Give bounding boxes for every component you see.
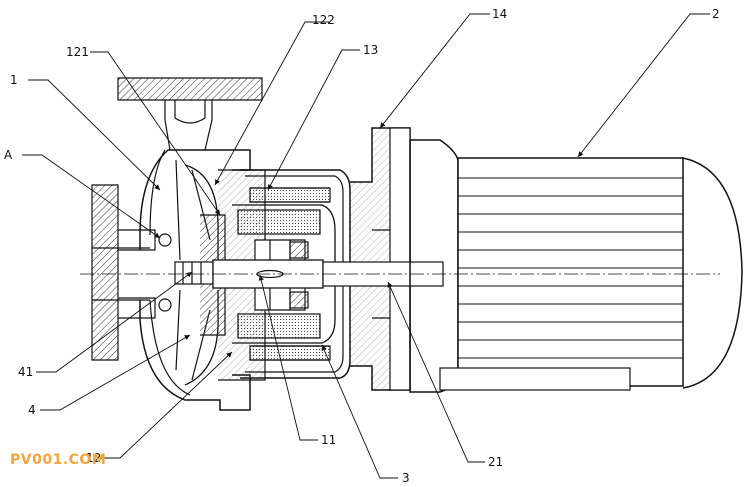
inlet-flange [91, 184, 119, 361]
callout-12: 12 [86, 451, 101, 465]
pump-body [80, 77, 743, 411]
callout-121: 121 [66, 45, 89, 59]
callout-21: 21 [488, 455, 503, 469]
cooling-fins [458, 177, 683, 359]
callout-3: 3 [402, 471, 410, 485]
motor-foot [439, 367, 631, 391]
inner-magnet-top [237, 209, 321, 235]
outer-magnet-bottom [249, 345, 331, 361]
bolt-b [158, 298, 172, 312]
motor-frame [457, 157, 684, 387]
callout-a: A [4, 148, 13, 162]
callout-1: 1 [10, 73, 18, 87]
callout-11: 11 [321, 433, 336, 447]
callout-labels: 1 A 121 122 13 14 2 41 4 12 11 3 21 [4, 7, 720, 485]
motor-fan-cover [682, 157, 743, 389]
watermark: PV001.COM [10, 452, 107, 468]
outlet-flange [117, 77, 263, 101]
inner-magnet-bottom [237, 313, 321, 339]
outer-magnet-top [249, 187, 331, 203]
callout-4: 4 [28, 403, 36, 417]
callout-2: 2 [712, 7, 720, 21]
bolt-a [158, 233, 172, 247]
callout-14: 14 [492, 7, 507, 21]
callout-122: 122 [312, 13, 335, 27]
leader-lines [22, 13, 710, 479]
callout-13: 13 [363, 43, 378, 57]
callout-41: 41 [18, 365, 33, 379]
